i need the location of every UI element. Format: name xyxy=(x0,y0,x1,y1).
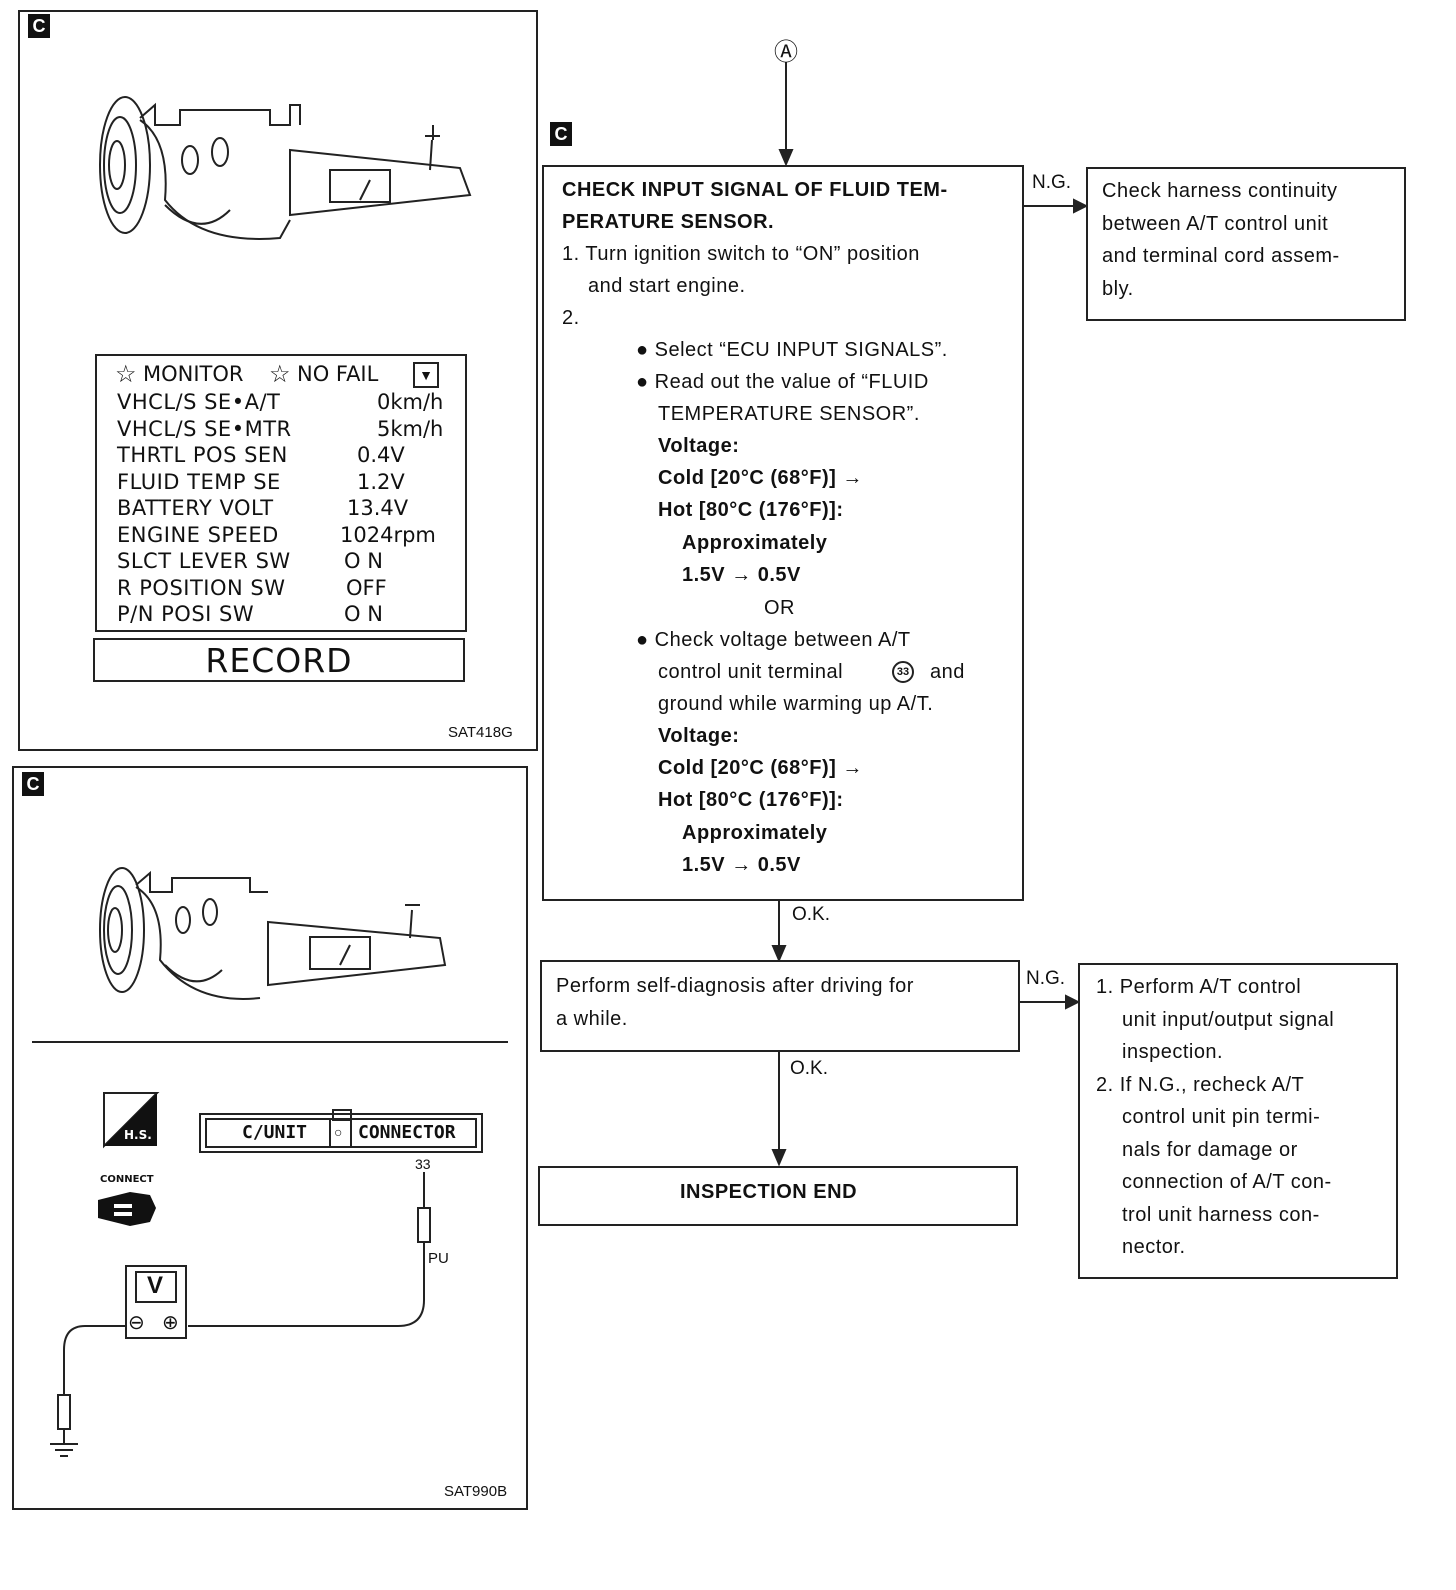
connector-pin-icon: ○ xyxy=(334,1124,343,1140)
or-divider-label: OR xyxy=(764,597,795,619)
terminal-number: 33 xyxy=(415,1156,431,1172)
figure-code: SAT418G xyxy=(448,724,513,741)
box-text-line: trol unit harness con- xyxy=(1122,1203,1320,1226)
section-badge: C xyxy=(28,14,50,38)
box-text-line: 1. Perform A/T control xyxy=(1096,976,1302,998)
ok-label: O.K. xyxy=(792,904,831,925)
no-consult-icon xyxy=(558,630,606,678)
monitor-row-value: O N xyxy=(344,549,383,573)
ng-label: N.G. xyxy=(1032,172,1072,193)
inspection-end-label: INSPECTION END xyxy=(680,1181,858,1203)
harness-continuity-box xyxy=(1086,167,1406,321)
check-title-line1: CHECK INPUT SIGNAL OF FLUID TEM- xyxy=(562,179,948,201)
noconsult-bullet-line2: control unit terminal xyxy=(658,661,844,683)
monitor-header-label: MONITOR xyxy=(143,362,244,386)
monitor-row-label: BATTERY VOLT xyxy=(117,496,274,520)
box-text-line: 2. If N.G., recheck A/T xyxy=(1096,1073,1305,1096)
star-icon: ☆ xyxy=(269,361,291,388)
terminal-33-circle: 33 xyxy=(892,661,914,683)
connector-label: CONNECTOR xyxy=(358,1122,456,1143)
monitor-screen: ☆ MONITOR ☆ NO FAIL ▼ xyxy=(95,354,467,632)
record-button[interactable]: RECORD xyxy=(93,638,465,682)
noconsult-bullet-and: and xyxy=(930,661,965,683)
cold-spec: Cold [20°C (68°F)] → xyxy=(658,467,863,489)
monitor-row-label: ENGINE SPEED xyxy=(117,522,279,547)
ng-label: N.G. xyxy=(1026,968,1066,989)
hot-spec: Hot [80°C (176°F)]: xyxy=(658,499,844,521)
box-text-line: inspection. xyxy=(1122,1041,1224,1063)
monitor-row-label: P/N POSI SW xyxy=(117,602,255,626)
box-text-line: nector. xyxy=(1122,1236,1186,1258)
step1-line1: 1. Turn ignition switch to “ON” position xyxy=(562,243,920,265)
scroll-down-icon[interactable]: ▼ xyxy=(413,362,439,388)
box-text-line: and terminal cord assem- xyxy=(1102,245,1340,267)
plus-terminal-icon: ⊕ xyxy=(162,1312,179,1334)
cunit-label: C/UNIT xyxy=(242,1122,308,1143)
noconsult-bullet-line1: ● Check voltage between A/T xyxy=(636,629,911,651)
hot-spec: Hot [80°C (176°F)]: xyxy=(658,789,844,811)
consult-bullet2-line2: TEMPERATURE SENSOR”. xyxy=(658,403,920,425)
inspection-end-box xyxy=(538,1166,1018,1226)
monitor-row-label: VHCL/S SE•A/T xyxy=(117,390,281,414)
step1-line2: and start engine. xyxy=(588,275,746,297)
connect-icon-label: CONNECT xyxy=(100,1174,154,1185)
check-title-line2: PERATURE SENSOR. xyxy=(562,211,775,233)
voltage-range: 1.5V → 0.5V xyxy=(682,564,801,586)
step2-label: 2. xyxy=(562,307,580,329)
monitor-row-label: SLCT LEVER SW xyxy=(117,549,291,573)
box-text-line: unit input/output signal xyxy=(1122,1008,1335,1031)
nofail-header-label: NO FAIL xyxy=(297,362,379,386)
box-text-line: a while. xyxy=(556,1007,628,1030)
voltage-range: 1.5V → 0.5V xyxy=(682,854,801,876)
section-badge: C xyxy=(550,122,572,146)
monitor-row-label: FLUID TEMP SE xyxy=(117,469,281,494)
box-text-line: bly. xyxy=(1102,277,1134,300)
check-input-signal-box xyxy=(542,165,1024,901)
cold-spec: Cold [20°C (68°F)] → xyxy=(658,757,863,779)
consult-bullet1: ● Select “ECU INPUT SIGNALS”. xyxy=(636,339,948,361)
monitor-row-value: 0.4V xyxy=(357,443,405,467)
voltmeter-label: V xyxy=(147,1272,164,1299)
monitor-row-value: OFF xyxy=(346,575,387,600)
box-text-line: nals for damage or xyxy=(1122,1138,1298,1161)
consult-bullet2-line1: ● Read out the value of “FLUID xyxy=(636,371,929,393)
noconsult-bullet-line3: ground while warming up A/T. xyxy=(658,693,934,715)
monitor-row-label: THRTL POS SEN xyxy=(117,443,288,467)
box-text-line: between A/T control unit xyxy=(1102,212,1329,235)
entry-connector-a: Ⓐ xyxy=(774,38,798,66)
box-text-line: control unit pin termi- xyxy=(1122,1106,1321,1128)
voltage-label: Voltage: xyxy=(658,725,740,747)
box-text-line: Check harness continuity xyxy=(1102,180,1338,202)
box-text-line: connection of A/T con- xyxy=(1122,1171,1332,1193)
hs-icon-label: H.S. xyxy=(124,1128,152,1142)
voltage-label: Voltage: xyxy=(658,435,740,457)
minus-terminal-icon: ⊖ xyxy=(128,1312,145,1334)
monitor-row-value: 0km/h xyxy=(377,390,444,414)
approximately-label: Approximately xyxy=(682,532,828,554)
monitor-row-value: O N xyxy=(344,602,383,626)
monitor-row-value: 5km/h xyxy=(377,416,444,441)
ok-label: O.K. xyxy=(790,1058,829,1079)
monitor-row-value: 13.4V xyxy=(347,496,409,520)
figure-code: SAT990B xyxy=(444,1483,508,1500)
monitor-row-value: 1.2V xyxy=(357,469,405,494)
consult-tester-icon xyxy=(560,340,608,388)
box-text-line: Perform self-diagnosis after driving for xyxy=(556,975,914,997)
star-icon: ☆ xyxy=(115,361,137,388)
recheck-box xyxy=(1078,963,1398,1279)
monitor-row-label: R POSITION SW xyxy=(117,575,286,600)
approximately-label: Approximately xyxy=(682,822,828,844)
wire-color-label: PU xyxy=(428,1250,449,1267)
section-badge: C xyxy=(22,772,44,796)
self-diagnosis-box xyxy=(540,960,1020,1052)
monitor-row-label: VHCL/S SE•MTR xyxy=(117,416,292,441)
monitor-row-value: 1024rpm xyxy=(340,522,436,547)
